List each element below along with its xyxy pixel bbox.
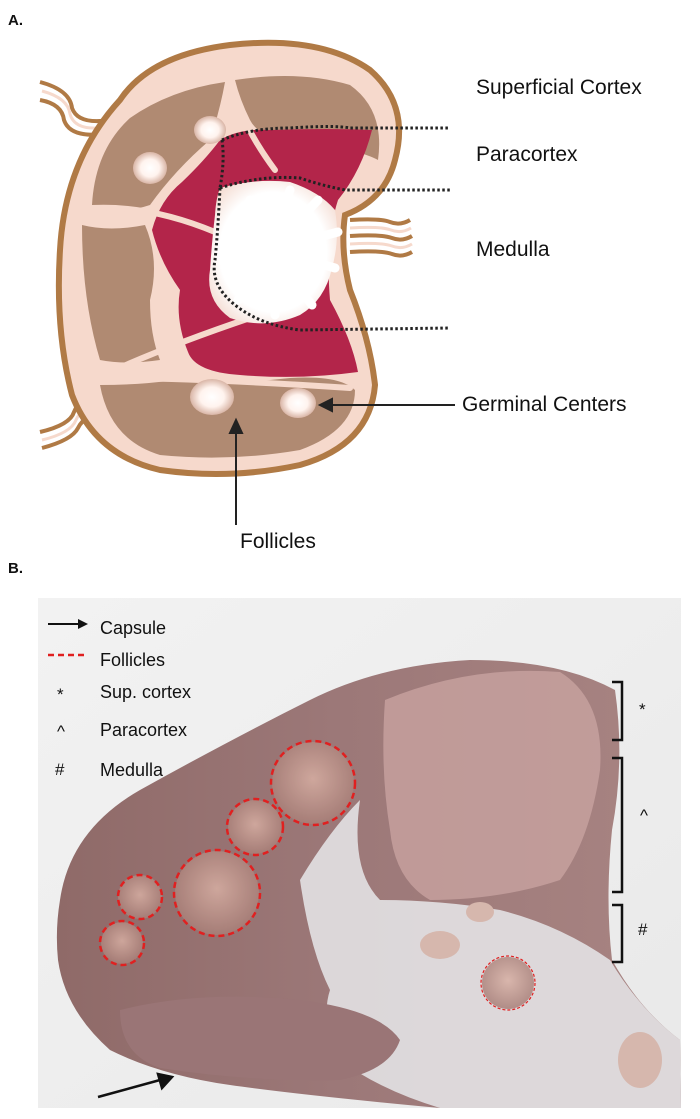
annotation-arrows <box>228 397 455 525</box>
legend-medulla: Medulla <box>100 760 164 780</box>
medulla-region-photo <box>300 800 681 1108</box>
follicle-marker-thin <box>480 955 536 1011</box>
medullary-cords <box>220 185 343 320</box>
lower-tissue-lobe <box>120 996 400 1081</box>
nodules <box>420 902 662 1088</box>
follicle-interiors <box>101 742 534 1009</box>
label-paracortex: Paracortex <box>476 143 578 166</box>
legend-sup-cortex: Sup. cortex <box>100 682 192 702</box>
label-follicles: Follicles <box>240 530 316 553</box>
bracket-mark-sup-cortex: * <box>639 700 646 719</box>
capsule-arrow <box>97 1072 175 1099</box>
panel-b-label: B. <box>8 560 23 577</box>
bracket-mark-paracortex: ^ <box>640 806 648 825</box>
legend-paracortex: Paracortex <box>100 720 188 740</box>
legend-sup-cortex-symbol: * <box>57 685 64 704</box>
follicle-markers <box>98 739 357 967</box>
legend-markers <box>48 619 88 657</box>
bracket-mark-medulla: # <box>638 920 648 939</box>
region-boundaries <box>212 125 451 332</box>
region-brackets <box>612 680 624 964</box>
cortex-region-photo <box>383 670 601 900</box>
legend-medulla-symbol: # <box>55 760 65 779</box>
legend-paracortex-symbol: ^ <box>57 722 65 741</box>
germinal-centers <box>133 116 316 418</box>
label-germinal-centers: Germinal Centers <box>462 393 627 416</box>
lymph-node-schematic <box>39 39 455 525</box>
panel-a-label: A. <box>8 12 23 29</box>
label-medulla: Medulla <box>476 238 550 261</box>
label-superficial-cortex: Superficial Cortex <box>476 76 642 99</box>
legend-follicles: Follicles <box>100 650 166 670</box>
legend-capsule: Capsule <box>100 618 167 638</box>
